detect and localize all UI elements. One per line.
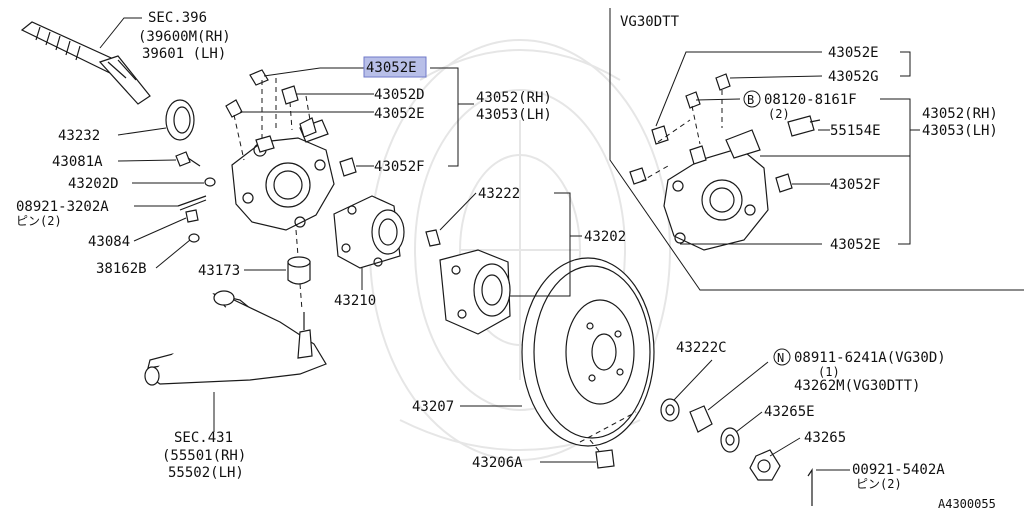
label-38162B[interactable]: 38162B	[96, 261, 147, 277]
label-08911[interactable]: 08911-6241A(VG30D)	[794, 350, 946, 366]
label-08120-sub: (2)	[768, 107, 790, 121]
label-inset-43052F[interactable]: 43052F	[830, 177, 881, 193]
diagram-code: A4300055	[938, 497, 996, 510]
label-43222[interactable]: 43222	[478, 186, 520, 202]
label-43207[interactable]: 43207	[412, 399, 454, 415]
plug-43206A	[595, 449, 615, 469]
bushings-43052	[225, 69, 357, 177]
pin-00921	[807, 468, 813, 506]
label-inset-43052-rh[interactable]: 43052(RH)	[922, 106, 998, 122]
label-08120[interactable]: 08120-8161F	[764, 92, 857, 108]
label-sec396: SEC.396	[148, 10, 207, 26]
nut-43084	[185, 209, 200, 243]
selected-highlight	[363, 56, 427, 78]
label-43053-lh[interactable]: 43053(LH)	[476, 107, 552, 123]
lower-arm-55501	[144, 290, 327, 386]
label-43081A[interactable]: 43081A	[52, 154, 103, 170]
label-39600: (39600M(RH)	[138, 29, 231, 45]
brake-disc-43207	[521, 257, 655, 447]
inset-frame	[609, 8, 1024, 291]
label-00921-sub: ピン(2)	[856, 477, 902, 491]
label-43052D[interactable]: 43052D	[374, 87, 425, 103]
label-43052E-selected[interactable]: 43052E	[366, 60, 417, 76]
hub-43202	[425, 229, 511, 335]
variant-label: VG30DTT	[620, 14, 680, 30]
bolt-43081A	[175, 151, 216, 187]
bushing-43173	[287, 256, 311, 285]
label-43262M[interactable]: 43262M(VG30DTT)	[794, 378, 920, 394]
washer-43222C	[660, 398, 680, 422]
label-43173[interactable]: 43173	[198, 263, 240, 279]
washer-43265E	[720, 427, 740, 453]
sensor-55154E	[787, 115, 821, 137]
oil-seal-43232	[165, 99, 195, 141]
label-43232[interactable]: 43232	[58, 128, 100, 144]
label-43222C[interactable]: 43222C	[676, 340, 727, 356]
note-b-circle	[743, 90, 761, 108]
label-43052E[interactable]: 43052E	[374, 106, 425, 122]
label-43052-rh[interactable]: 43052(RH)	[476, 90, 552, 106]
label-43202[interactable]: 43202	[584, 229, 626, 245]
label-08911-sub: (1)	[818, 365, 840, 379]
watermark-emblem	[369, 39, 671, 461]
axle-housing-knuckle	[231, 119, 335, 231]
label-43202D[interactable]: 43202D	[68, 176, 119, 192]
label-inset-43053-lh[interactable]: 43053(LH)	[922, 123, 998, 139]
label-08921[interactable]: 08921-3202A	[16, 199, 109, 215]
label-sec431[interactable]: SEC.431	[174, 430, 233, 446]
label-inset-43052G[interactable]: 43052G	[828, 69, 879, 85]
label-43265[interactable]: 43265	[804, 430, 846, 446]
label-43206A[interactable]: 43206A	[472, 455, 523, 471]
pin-08921	[177, 195, 207, 211]
label-00921[interactable]: 00921-5402A	[852, 462, 945, 478]
label-55154E[interactable]: 55154E	[830, 123, 881, 139]
vg30dtt-bushings	[629, 73, 793, 193]
label-note-n: N	[777, 351, 784, 365]
hub-bearing-43210	[333, 195, 405, 269]
label-55501[interactable]: (55501(RH)	[162, 448, 246, 464]
label-43052F[interactable]: 43052F	[374, 159, 425, 175]
label-note-b: B	[747, 93, 754, 107]
nut-08911	[689, 405, 713, 433]
leader-lines	[99, 17, 920, 471]
label-inset-43052E-top[interactable]: 43052E	[828, 45, 879, 61]
label-08921-sub: ピン(2)	[16, 214, 62, 228]
lock-nut-43265	[749, 449, 781, 481]
label-inset-43052E-bot[interactable]: 43052E	[830, 237, 881, 253]
drive-shaft-assembly	[20, 21, 151, 105]
label-43265E[interactable]: 43265E	[764, 404, 815, 420]
label-43084[interactable]: 43084	[88, 234, 130, 250]
label-55502[interactable]: 55502(LH)	[168, 465, 244, 481]
vg30dtt-knuckle	[663, 129, 769, 251]
label-39601: 39601 (LH)	[142, 46, 226, 62]
label-43210[interactable]: 43210	[334, 293, 376, 309]
note-n-circle	[773, 348, 791, 366]
